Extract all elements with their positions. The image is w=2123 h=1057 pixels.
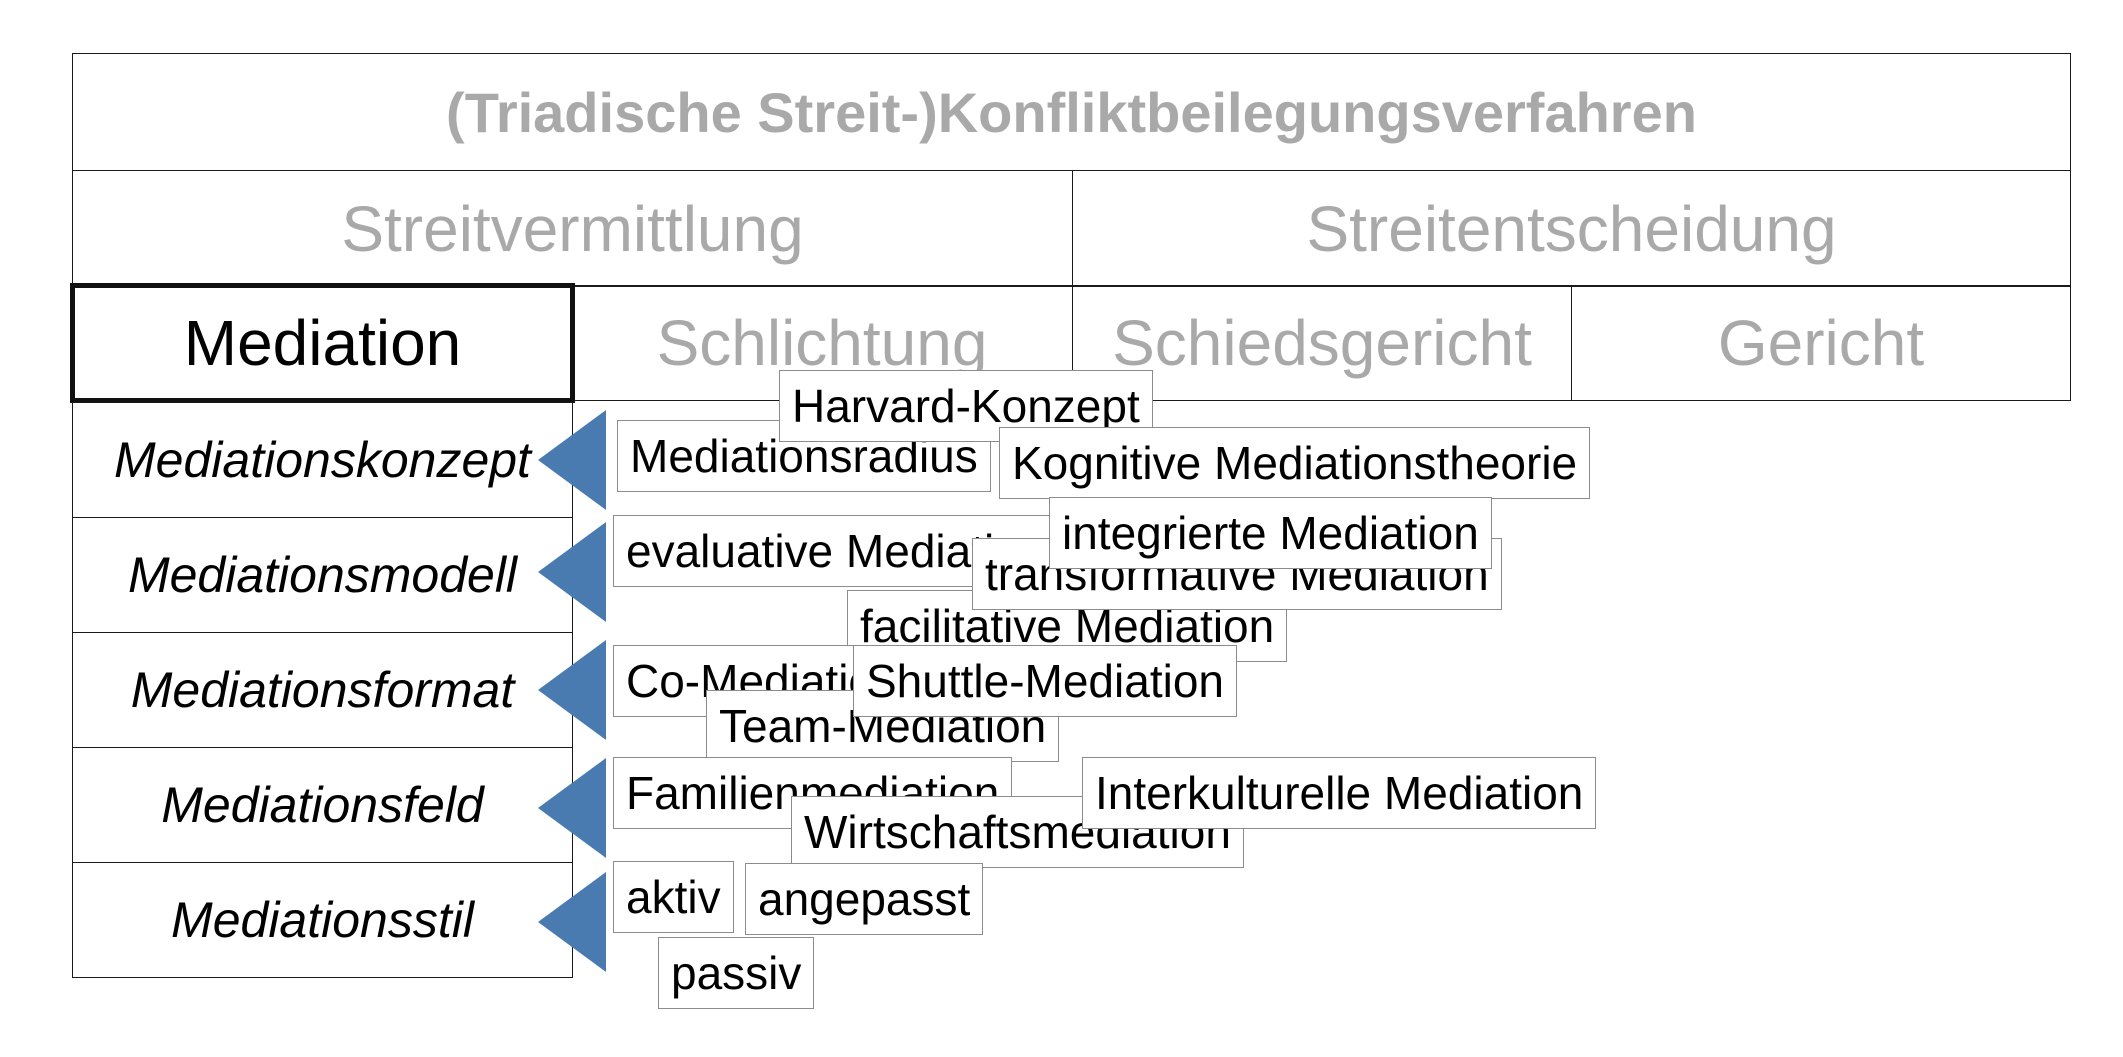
tag-integrierte-mediation: integrierte Mediation xyxy=(1049,497,1492,569)
arrow-stil-icon xyxy=(538,872,606,972)
tag-kognitive-mediationstheorie: Kognitive Mediationstheorie xyxy=(999,427,1591,499)
tag-angepasst: angepasst xyxy=(745,863,984,935)
method-gericht: Gericht xyxy=(1571,285,2071,401)
method-mediation: Mediation xyxy=(70,283,575,403)
category-feld: Mediationsfeld xyxy=(72,747,573,863)
category-modell: Mediationsmodell xyxy=(72,517,573,633)
arrow-format-icon xyxy=(538,640,606,740)
arrow-konzept-icon xyxy=(538,410,606,510)
arrow-feld-icon xyxy=(538,758,606,858)
category-stil: Mediationsstil xyxy=(72,862,573,978)
tag-passiv: passiv xyxy=(658,937,815,1009)
tag-harvard-konzept: Harvard-Konzept xyxy=(779,370,1153,442)
tag-aktiv: aktiv xyxy=(613,861,734,933)
arrow-modell-icon xyxy=(538,522,606,622)
header-streitentscheidung: Streitentscheidung xyxy=(1072,170,2071,287)
diagram-title: (Triadische Streit-)Konfliktbeilegungsve… xyxy=(72,53,2071,171)
tag-interkulturelle-mediation: Interkulturelle Mediation xyxy=(1082,757,1597,829)
method-schiedsgericht: Schiedsgericht xyxy=(1072,285,1572,401)
tag-shuttle-mediation: Shuttle-Mediation xyxy=(853,645,1237,717)
category-konzept: Mediationskonzept xyxy=(72,402,573,518)
tag-wirtschaftsmediation: Wirtschaftsmediation xyxy=(791,796,1244,868)
header-streitvermittlung: Streitvermittlung xyxy=(72,170,1073,287)
category-format: Mediationsformat xyxy=(72,632,573,748)
